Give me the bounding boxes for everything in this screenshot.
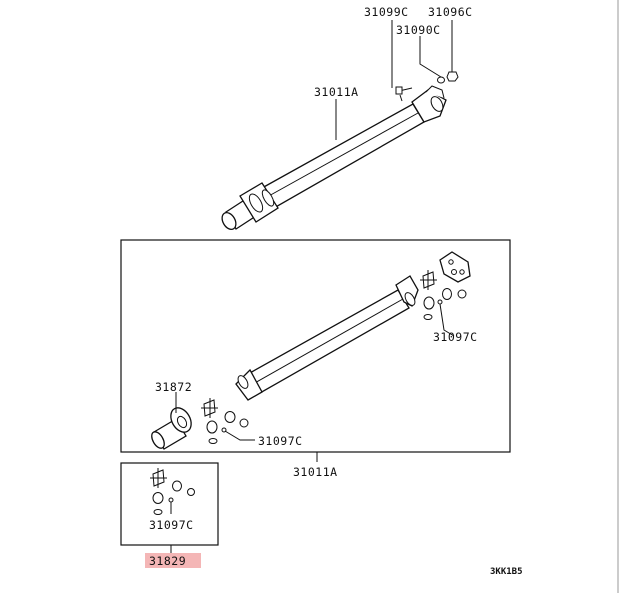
label-31829[interactable]: 31829 xyxy=(149,554,186,568)
label-31096c[interactable]: 31096C xyxy=(428,5,473,19)
flange-yoke-right xyxy=(439,251,471,283)
propeller-shaft-middle xyxy=(151,251,471,450)
label-31090c[interactable]: 31090C xyxy=(396,23,441,37)
leader-31090c xyxy=(419,36,442,78)
spider-cross-left xyxy=(201,398,218,418)
shaft-tube-top xyxy=(261,103,425,209)
universal-joint-kit-31829 xyxy=(150,468,195,515)
leader-31097c-right xyxy=(439,303,455,337)
seal-ring-left-2 xyxy=(208,438,218,444)
leader-31097c-left xyxy=(224,430,255,441)
bearing-cup-kit-2 xyxy=(152,492,164,504)
seal-ring-right-1 xyxy=(457,289,467,299)
kit-frame xyxy=(120,462,219,546)
propeller-shaft-top xyxy=(221,71,459,231)
diagram-code: 3KK1B5 xyxy=(490,567,523,577)
seal-ring-kit-1 xyxy=(187,488,195,496)
bearing-cup-left-1 xyxy=(224,411,236,423)
label-31011a-bottom[interactable]: 31011A xyxy=(293,465,338,479)
highlight-31829 xyxy=(145,553,201,568)
nut-31096c xyxy=(446,71,459,82)
assembly-frame xyxy=(120,239,511,453)
bolt-31099c xyxy=(395,86,413,102)
washer-31090c xyxy=(437,76,445,84)
seal-ring-right-2 xyxy=(423,314,433,320)
seal-ring-kit-2 xyxy=(153,509,163,515)
label-31097c-left[interactable]: 31097C xyxy=(258,434,303,448)
bearing-cup-right-2 xyxy=(442,288,452,300)
label-31872[interactable]: 31872 xyxy=(155,380,192,394)
spider-cross-kit xyxy=(150,468,167,488)
seal-ring-left-1 xyxy=(239,418,249,428)
label-31099c[interactable]: 31099C xyxy=(364,5,409,19)
bearing-cup-kit-1 xyxy=(172,480,182,492)
snap-ring-31097c-right xyxy=(437,299,443,305)
bearing-cup-left-2 xyxy=(206,420,218,434)
snap-ring-31097c-kit xyxy=(168,497,174,503)
spider-cross-right xyxy=(420,270,437,290)
label-31097c-right[interactable]: 31097C xyxy=(433,330,478,344)
label-31011a-top[interactable]: 31011A xyxy=(314,85,359,99)
flange-yoke-31872 xyxy=(151,407,192,450)
bearing-cup-right-1 xyxy=(423,296,435,310)
label-31097c-kit[interactable]: 31097C xyxy=(149,518,194,532)
